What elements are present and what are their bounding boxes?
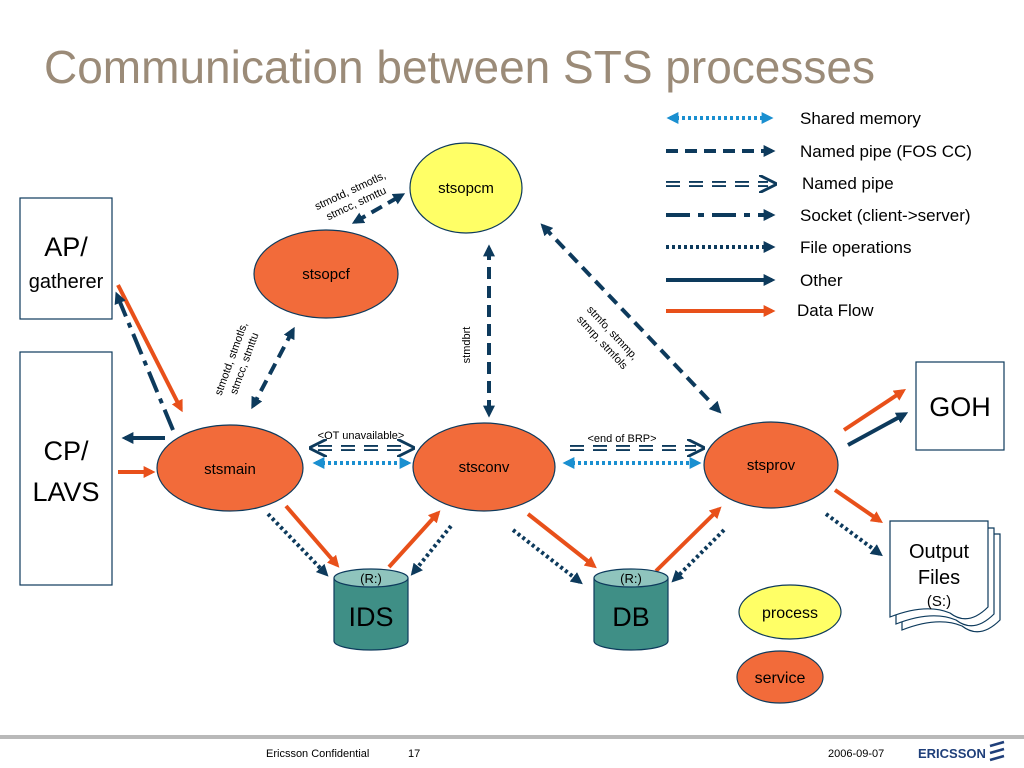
key-process: process bbox=[738, 584, 842, 640]
output-label-line2: Files bbox=[918, 567, 960, 589]
page-title: Communication between STS processes bbox=[44, 41, 875, 93]
legend: Shared memory Named pipe (FOS CC) Named … bbox=[666, 109, 972, 320]
db-label: DB bbox=[612, 602, 650, 632]
stsconv-db-file-ops-arrow bbox=[511, 528, 583, 585]
goh-box: GOH bbox=[915, 361, 1005, 451]
ids-stsconv-dataflow-arrow bbox=[387, 510, 441, 569]
ids-database: (R:) IDS bbox=[333, 568, 409, 651]
opcf-stsmain-pipe-arrow bbox=[251, 326, 295, 410]
db-database: (R:) DB bbox=[593, 568, 669, 651]
footer-confidential: Ericsson Confidential bbox=[266, 748, 369, 760]
key-service-label: service bbox=[755, 670, 806, 687]
node-stsopcf: stsopcf bbox=[253, 229, 399, 319]
label-end-of-brp: <end of BRP> bbox=[587, 433, 656, 445]
ap-to-stsmain-dataflow-arrow bbox=[116, 284, 183, 413]
node-stsconv: stsconv bbox=[412, 422, 556, 512]
stsprov-output-dataflow-arrow bbox=[833, 488, 883, 524]
stsprov-label: stsprov bbox=[747, 457, 796, 474]
legend-shared-memory-label: Shared memory bbox=[800, 109, 921, 128]
stsconv-db-dataflow-arrow bbox=[526, 512, 597, 569]
stsmain-to-ap-socket-arrow bbox=[114, 291, 175, 431]
legend-named-pipe-label: Named pipe bbox=[802, 174, 894, 193]
output-label-line3: (S:) bbox=[927, 593, 951, 610]
output-files-stack: Output Files (S:) bbox=[889, 520, 1001, 633]
stsmain-ids-file-ops-arrow bbox=[266, 512, 329, 577]
footer-date: 2006-09-07 bbox=[828, 748, 884, 760]
stsprov-goh-other-arrow bbox=[847, 412, 909, 447]
label-opcf-main: stmotd, stmotls, stmcc, stmttu bbox=[213, 321, 262, 397]
footer: Ericsson Confidential 17 2006-09-07 ERIC… bbox=[0, 735, 1024, 762]
legend-other-label: Other bbox=[800, 271, 843, 290]
node-stsmain: stsmain bbox=[156, 424, 304, 512]
opcf-opcm-pipe-arrow bbox=[351, 193, 406, 224]
node-stsopcm: stsopcm bbox=[409, 142, 523, 234]
ap-gatherer-box: AP/ gatherer bbox=[19, 197, 113, 320]
cp-label-line1: CP/ bbox=[43, 436, 89, 466]
stsprov-goh-dataflow-arrow bbox=[842, 389, 907, 432]
stsconv-ids-file-ops-arrow bbox=[410, 524, 453, 576]
node-stsprov: stsprov bbox=[703, 421, 839, 509]
ids-label: IDS bbox=[348, 602, 393, 632]
footer-divider bbox=[0, 735, 1024, 739]
label-opcm-prov: stmfo, stmmp, stmrp, stmfols bbox=[574, 304, 640, 372]
stsprov-output-file-ops-arrow bbox=[824, 512, 883, 557]
ericsson-logo: ERICSSON bbox=[918, 746, 986, 761]
stsconv-label: stsconv bbox=[459, 459, 510, 476]
key-service: service bbox=[736, 650, 824, 704]
legend-file-operations-label: File operations bbox=[800, 238, 912, 257]
label-opcm-opcf: stmotd, stmotls, stmcc, stmttu bbox=[313, 170, 388, 224]
goh-label: GOH bbox=[929, 392, 991, 422]
stsopcf-label: stsopcf bbox=[302, 266, 350, 283]
cp-label-line2: LAVS bbox=[32, 477, 99, 507]
output-label-line1: Output bbox=[909, 541, 969, 563]
ids-drive-label: (R:) bbox=[360, 571, 382, 586]
ap-label-line2: gatherer bbox=[29, 271, 104, 293]
ap-label-line1: AP/ bbox=[44, 232, 88, 262]
legend-socket-label: Socket (client->server) bbox=[800, 206, 971, 225]
db-stsprov-dataflow-arrow bbox=[654, 506, 722, 573]
opcm-stsprov-pipe-arrow bbox=[540, 223, 722, 414]
key-process-label: process bbox=[762, 605, 818, 622]
legend-named-pipe-fos-label: Named pipe (FOS CC) bbox=[800, 142, 972, 161]
legend-data-flow-label: Data Flow bbox=[797, 301, 874, 320]
cp-lavs-box: CP/ LAVS bbox=[19, 351, 113, 586]
stsmain-label: stsmain bbox=[204, 461, 256, 478]
db-drive-label: (R:) bbox=[620, 571, 642, 586]
label-stmdbrt: stmdbrt bbox=[461, 327, 473, 364]
stsopcm-label: stsopcm bbox=[438, 180, 494, 197]
stsmain-ids-dataflow-arrow bbox=[284, 504, 340, 568]
ericsson-logo-mark-icon bbox=[989, 740, 1005, 762]
label-ot-unavailable: <OT unavailable> bbox=[318, 430, 405, 442]
footer-page-number: 17 bbox=[408, 748, 420, 760]
stsprov-db-file-ops-arrow bbox=[671, 528, 726, 583]
